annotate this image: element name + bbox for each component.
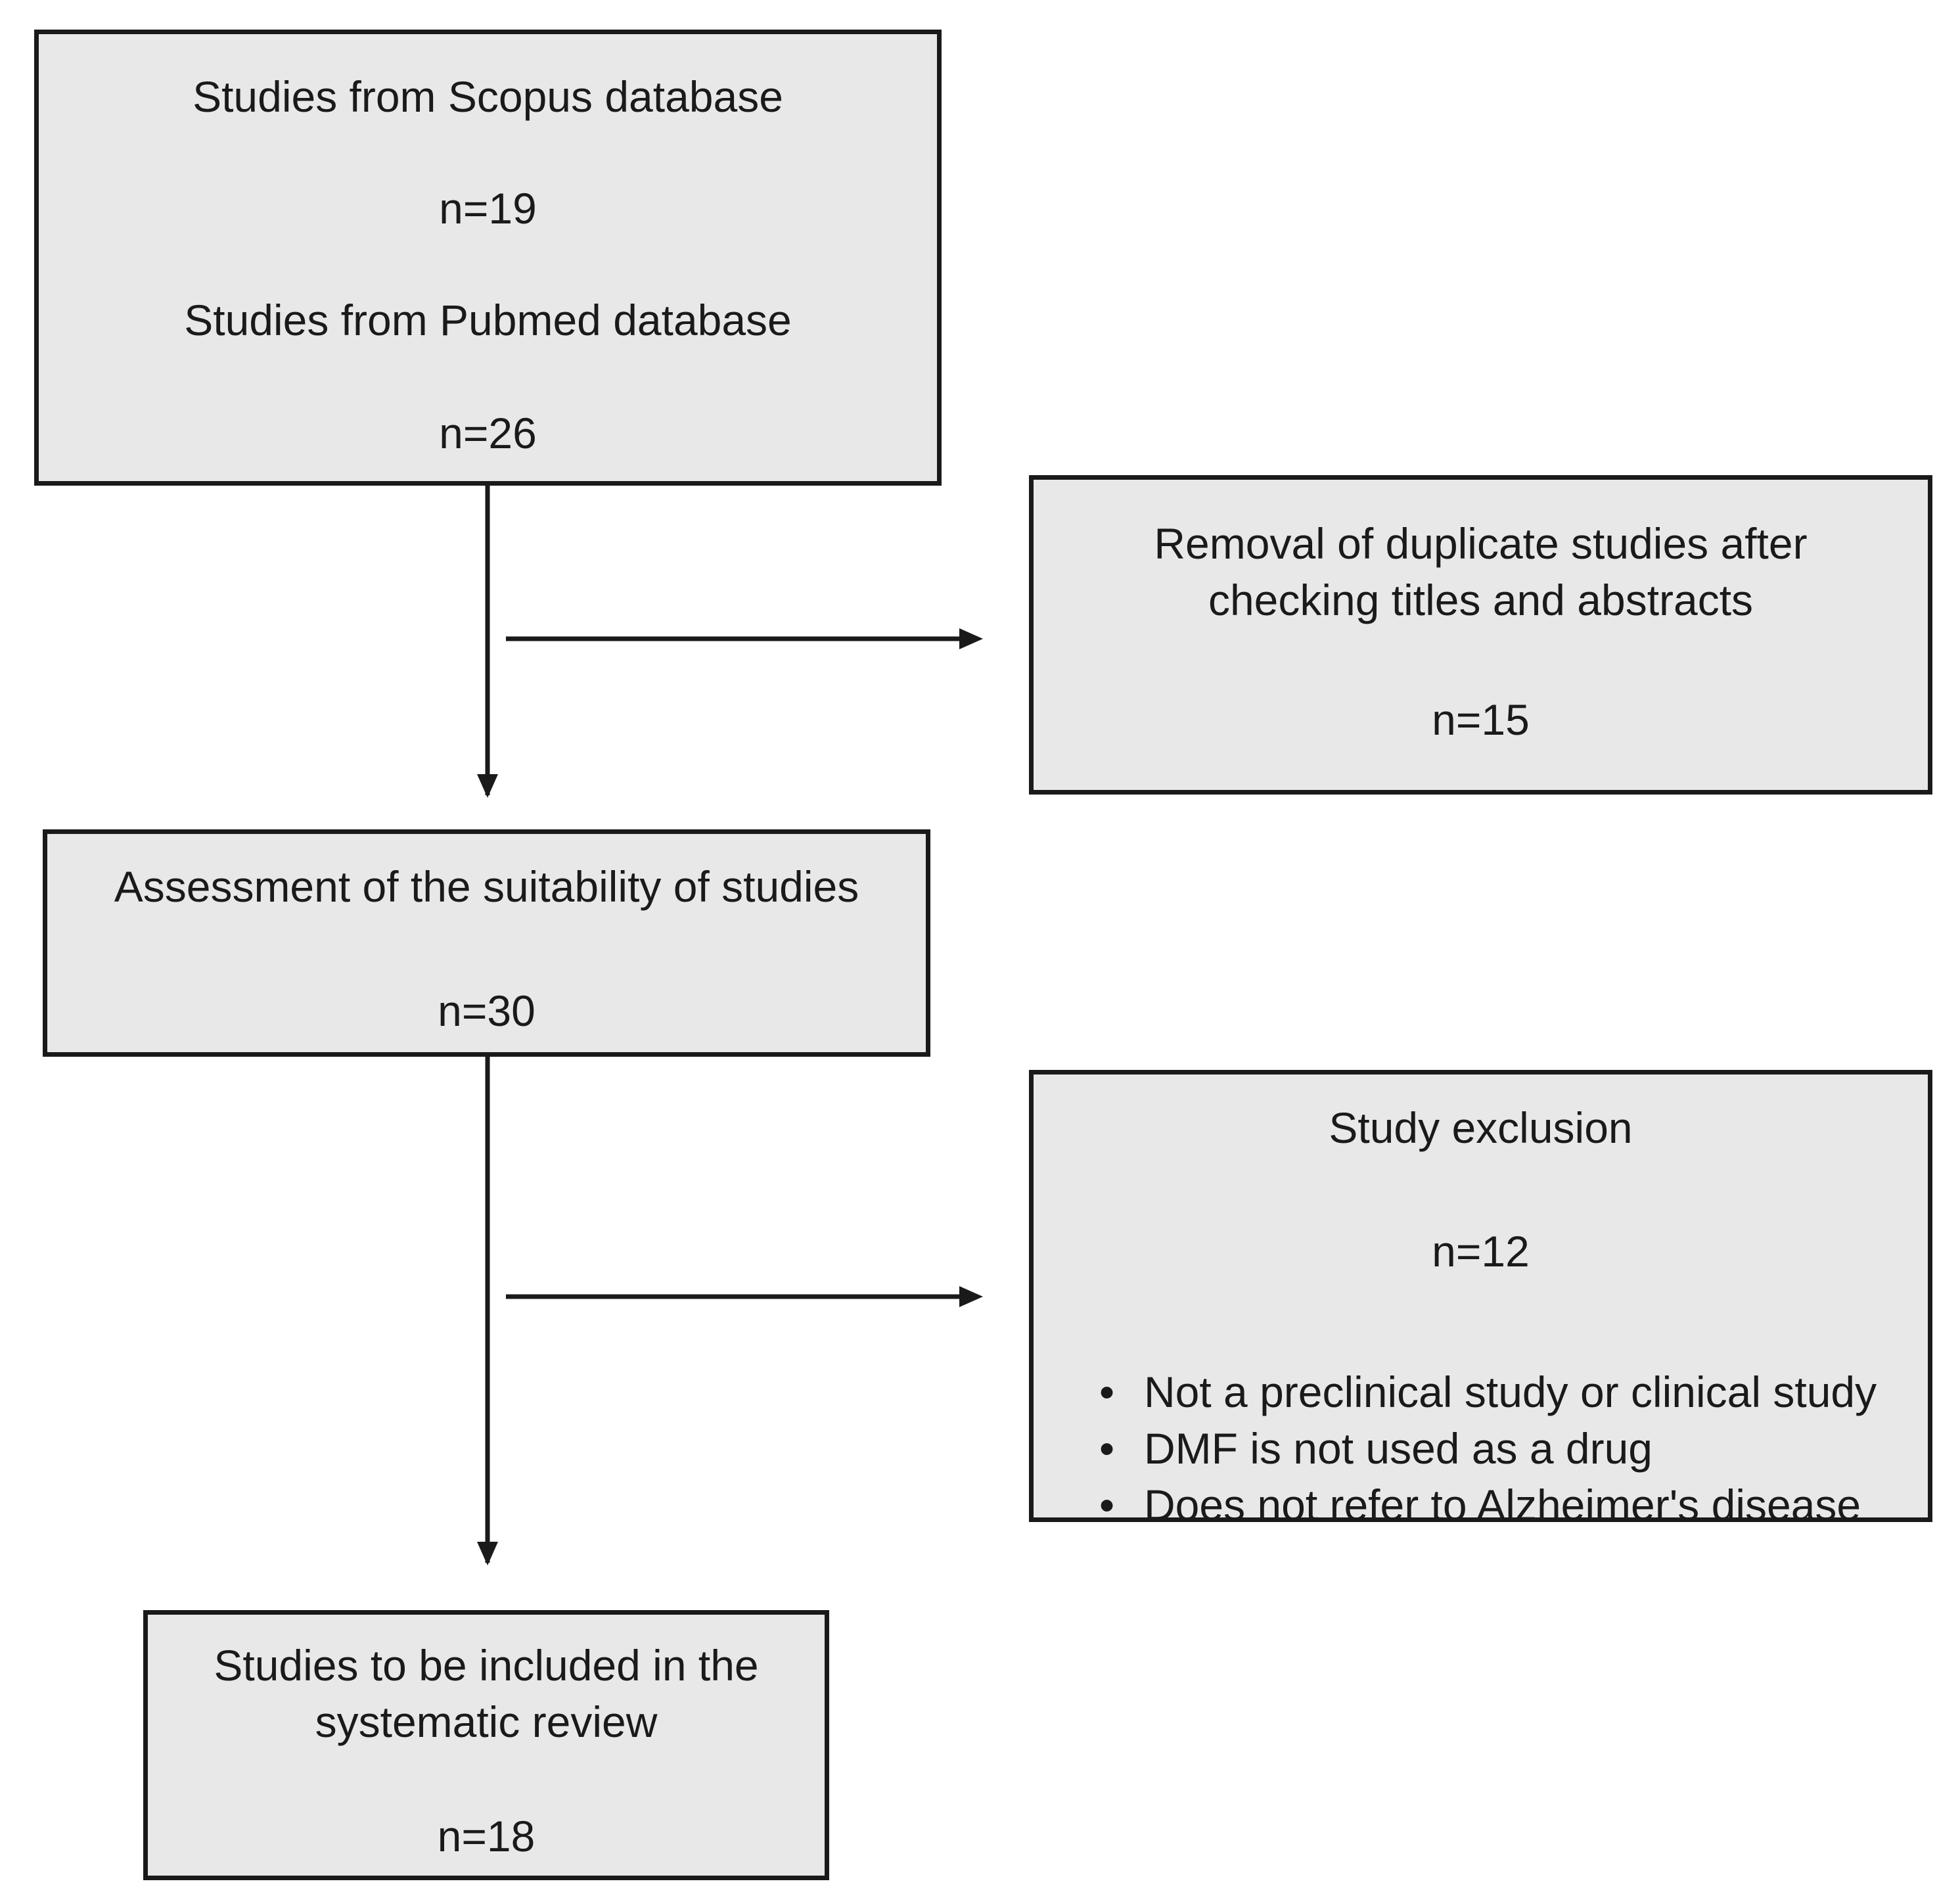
included-line-2: systematic review bbox=[315, 1698, 658, 1746]
included-line-1: Studies to be included in the bbox=[214, 1641, 759, 1690]
arrowhead-included bbox=[477, 1542, 498, 1565]
arrowhead-assessment bbox=[477, 774, 498, 798]
exclusion-label: Study exclusion bbox=[1329, 1103, 1633, 1152]
assessment-count: n=30 bbox=[438, 986, 536, 1035]
exclusion-box: Study exclusion n=12 Not a preclinical s… bbox=[1029, 1070, 1932, 1533]
scopus-count: n=19 bbox=[439, 184, 537, 233]
exclusion-reason: Does not refer to Alzheimer's disease bbox=[1099, 1477, 1877, 1533]
included-box: Studies to be included in the systematic… bbox=[143, 1610, 829, 1880]
exclusion-reasons: Not a preclinical study or clinical stud… bbox=[1099, 1364, 1877, 1533]
included-count: n=18 bbox=[437, 1812, 536, 1860]
pubmed-count: n=26 bbox=[439, 409, 537, 457]
exclusion-reason: DMF is not used as a drug bbox=[1099, 1420, 1877, 1477]
arrowhead-exclusion bbox=[959, 1286, 983, 1307]
sources-box: Studies from Scopus database n=19 Studie… bbox=[34, 30, 942, 486]
assessment-box: Assessment of the suitability of studies… bbox=[43, 829, 930, 1057]
exclusion-count: n=12 bbox=[1432, 1227, 1530, 1276]
duplicates-box: Removal of duplicate studies after check… bbox=[1029, 475, 1932, 795]
duplicates-count: n=15 bbox=[1432, 695, 1530, 744]
exclusion-reason: Not a preclinical study or clinical stud… bbox=[1099, 1364, 1877, 1420]
pubmed-label: Studies from Pubmed database bbox=[184, 296, 792, 344]
duplicates-line-2: checking titles and abstracts bbox=[1208, 576, 1754, 624]
assessment-label: Assessment of the suitability of studies bbox=[114, 862, 859, 911]
duplicates-line-1: Removal of duplicate studies after bbox=[1154, 519, 1808, 568]
scopus-label: Studies from Scopus database bbox=[193, 72, 783, 121]
arrowhead-duplicates bbox=[959, 628, 983, 649]
